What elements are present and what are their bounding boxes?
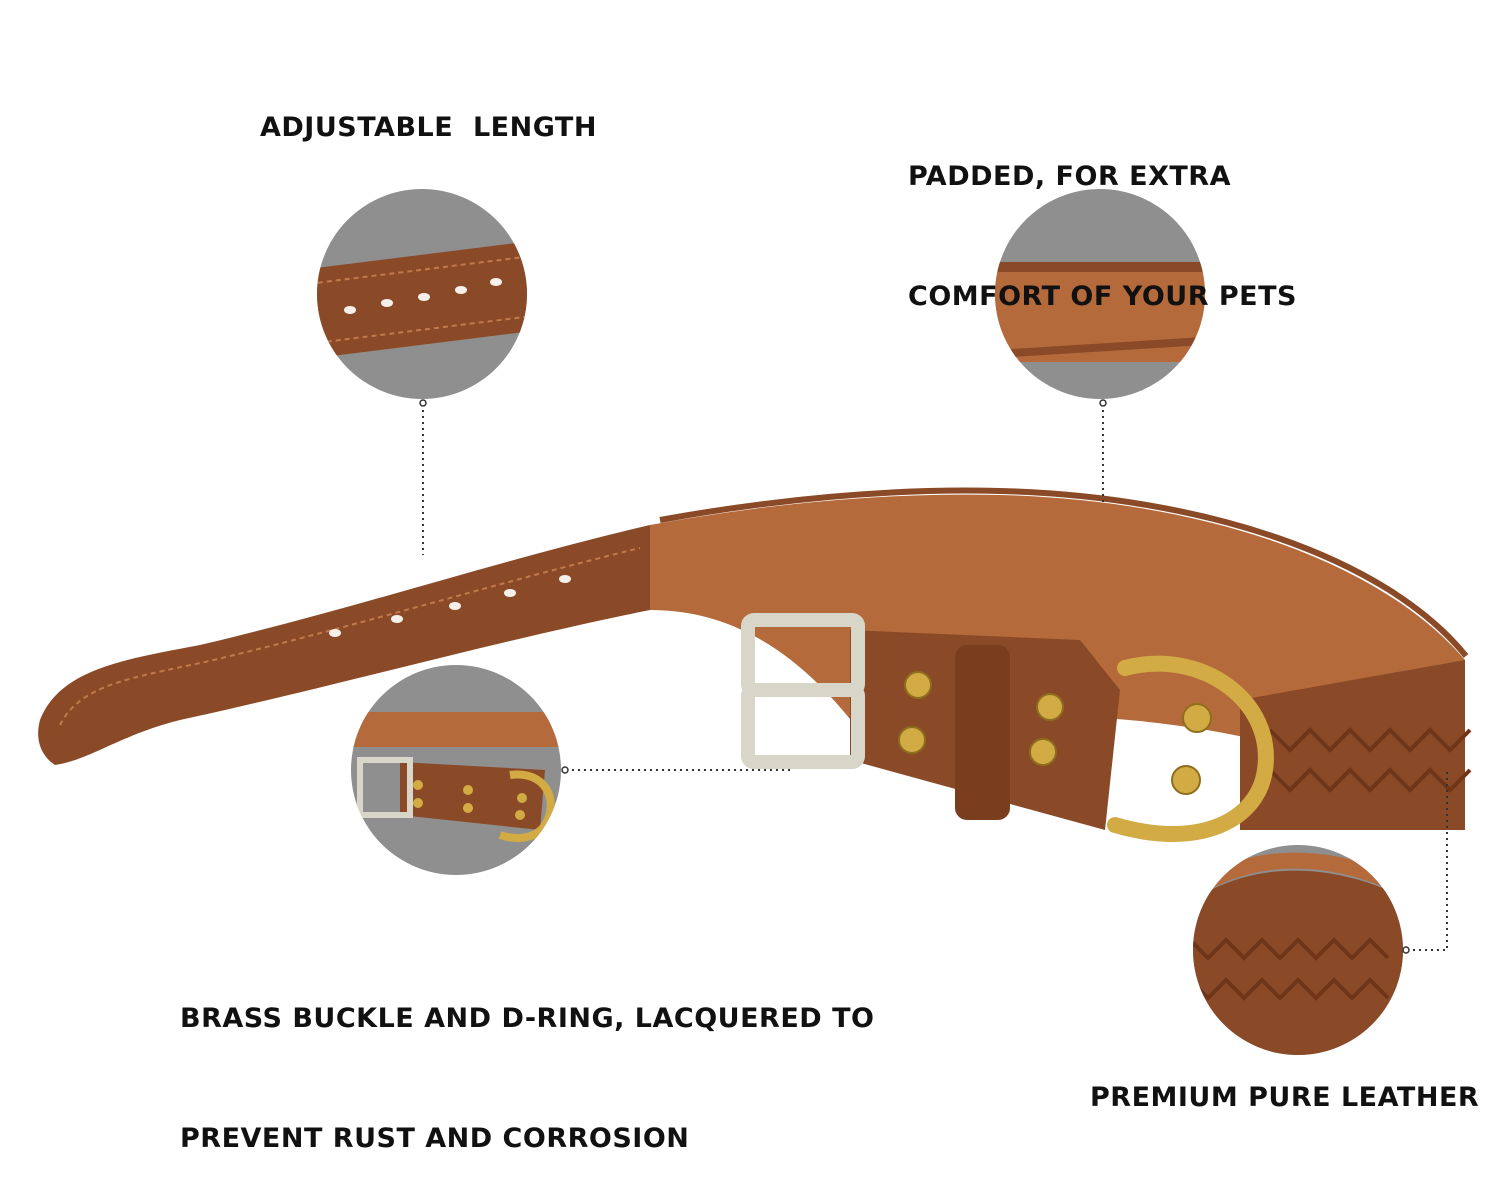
- label-brass-hardware-line-2: PREVENT RUST AND CORROSION: [180, 1123, 690, 1154]
- label-adjustable-length: ADJUSTABLE LENGTH: [260, 112, 597, 143]
- detail-circle-padded: [995, 189, 1205, 399]
- padding-edge: [659, 487, 1469, 658]
- detail-circle-leather: [1193, 845, 1403, 1055]
- label-premium-leather: PREMIUM PURE LEATHER: [1090, 1082, 1480, 1113]
- product-illustration: [38, 189, 1472, 1055]
- strap-holes: [329, 575, 571, 637]
- strap-stitching: [59, 547, 641, 726]
- detail-circle-hardware: [351, 665, 561, 875]
- chrome-buckle: [741, 613, 865, 769]
- connector-leather: [1407, 770, 1448, 951]
- label-brass-hardware: BRASS BUCKLE AND D-RING, LACQUERED TO PR…: [180, 919, 874, 1199]
- label-padded-line-2: COMFORT OF YOUR PETS: [908, 281, 1297, 312]
- detail-circle-adjustable: [317, 189, 527, 399]
- collar-strap: [38, 525, 650, 765]
- brass-rivets: [898, 671, 1212, 795]
- connector-dots: [419, 399, 1410, 954]
- dog-collar: [38, 487, 1472, 842]
- d-ring: [1107, 655, 1274, 842]
- keeper-loop: [955, 645, 1010, 820]
- label-padded-line-1: PADDED, FOR EXTRA: [908, 161, 1231, 192]
- label-brass-hardware-line-1: BRASS BUCKLE AND D-RING, LACQUERED TO: [180, 1003, 875, 1034]
- connector-lines: [422, 404, 1448, 951]
- label-padded: PADDED, FOR EXTRA COMFORT OF YOUR PETS: [908, 77, 1297, 357]
- braid-pattern: [1268, 727, 1472, 793]
